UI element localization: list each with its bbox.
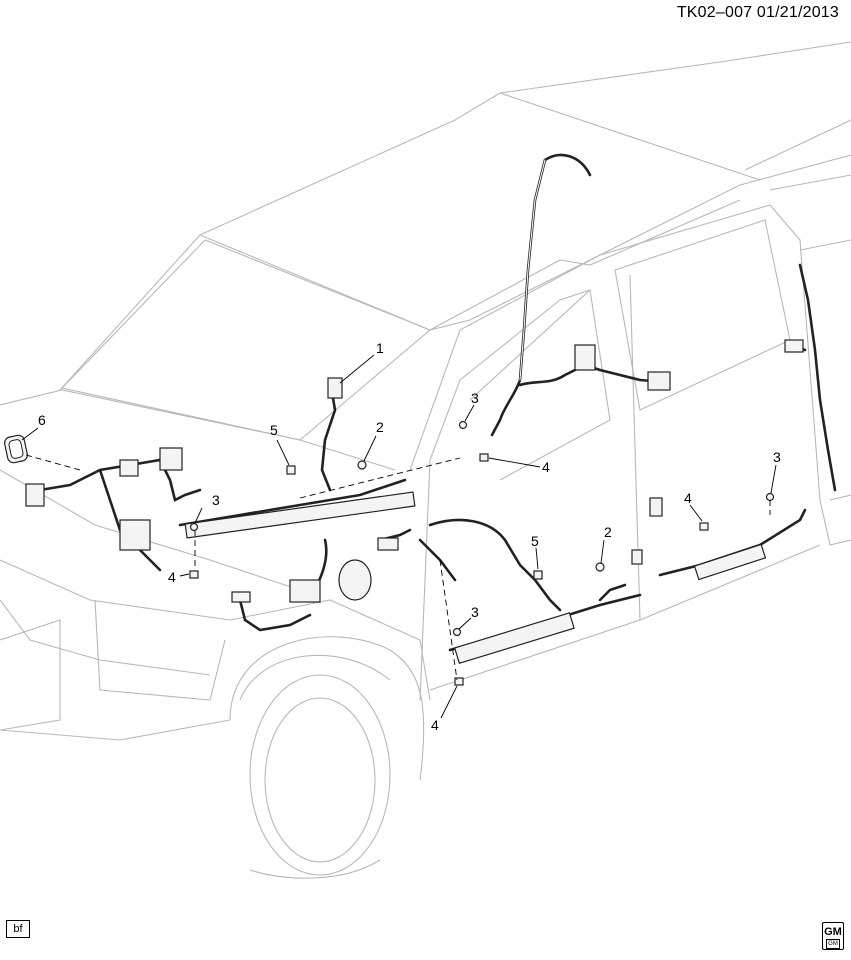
callout-6: 6 <box>38 412 46 428</box>
callout-3: 3 <box>212 492 220 508</box>
ip-cross-car-beam <box>184 491 416 539</box>
callout-4: 4 <box>684 490 692 506</box>
engine-harness-junction <box>119 519 151 551</box>
gm-logo-sub: GM <box>826 939 840 949</box>
ip-left-connector <box>231 591 251 603</box>
clip-4a <box>479 453 489 462</box>
callout-5: 5 <box>270 422 278 438</box>
callout-numbers: 1 2 2 3 3 3 3 4 4 4 4 5 5 6 <box>38 340 781 733</box>
headlamp-connector <box>25 483 45 507</box>
callout-4: 4 <box>431 717 439 733</box>
harness-body-right <box>598 263 837 581</box>
clip-4b <box>189 570 199 579</box>
callout-5: 5 <box>531 533 539 549</box>
engine-connector <box>159 447 183 471</box>
seat-connector <box>631 549 643 565</box>
rocker-clip-strip-front <box>453 612 575 665</box>
callout-3: 3 <box>773 449 781 465</box>
nut-5a <box>286 465 296 475</box>
ip-upper-connector <box>327 377 343 399</box>
callout-3: 3 <box>471 604 479 620</box>
rocker-clip-strip-rear <box>693 543 767 581</box>
roof-connector <box>574 344 596 371</box>
gm-logo-text: GM <box>824 926 842 938</box>
callout-1: 1 <box>376 340 384 356</box>
fuse-block <box>289 579 321 603</box>
bolt-2b <box>595 562 605 572</box>
blower-motor <box>338 559 372 601</box>
clip-4d <box>454 677 464 686</box>
bolt-3d <box>452 627 462 637</box>
ip-center-connector <box>377 537 399 551</box>
bolt-2a <box>357 460 367 470</box>
callout-3: 3 <box>471 390 479 406</box>
b-pillar-connector <box>784 339 804 353</box>
vehicle-body-outline <box>0 41 851 879</box>
document-id: TK02–007 01/21/2013 <box>676 4 839 21</box>
harness-floor-main <box>418 497 663 665</box>
harness-engine-compartment <box>25 447 202 572</box>
gm-logo: GM GM <box>822 922 844 950</box>
harness-instrument-panel <box>178 377 416 632</box>
bolt-3c <box>765 492 775 502</box>
harness-roof-pillar <box>490 153 602 437</box>
part-6-grommet <box>4 434 28 464</box>
bolt-3b <box>189 522 199 532</box>
leader-lines <box>21 354 777 719</box>
callout-4: 4 <box>168 569 176 585</box>
nut-5b <box>533 570 543 580</box>
callout-2: 2 <box>604 524 612 540</box>
door-connector <box>647 371 671 391</box>
relay-connector <box>119 459 139 477</box>
callout-2: 2 <box>376 419 384 435</box>
bolt-3a <box>458 420 468 430</box>
callout-4: 4 <box>542 459 550 475</box>
floor-connector <box>649 497 663 517</box>
clip-4c <box>699 522 709 531</box>
revision-code: bf <box>6 920 30 938</box>
